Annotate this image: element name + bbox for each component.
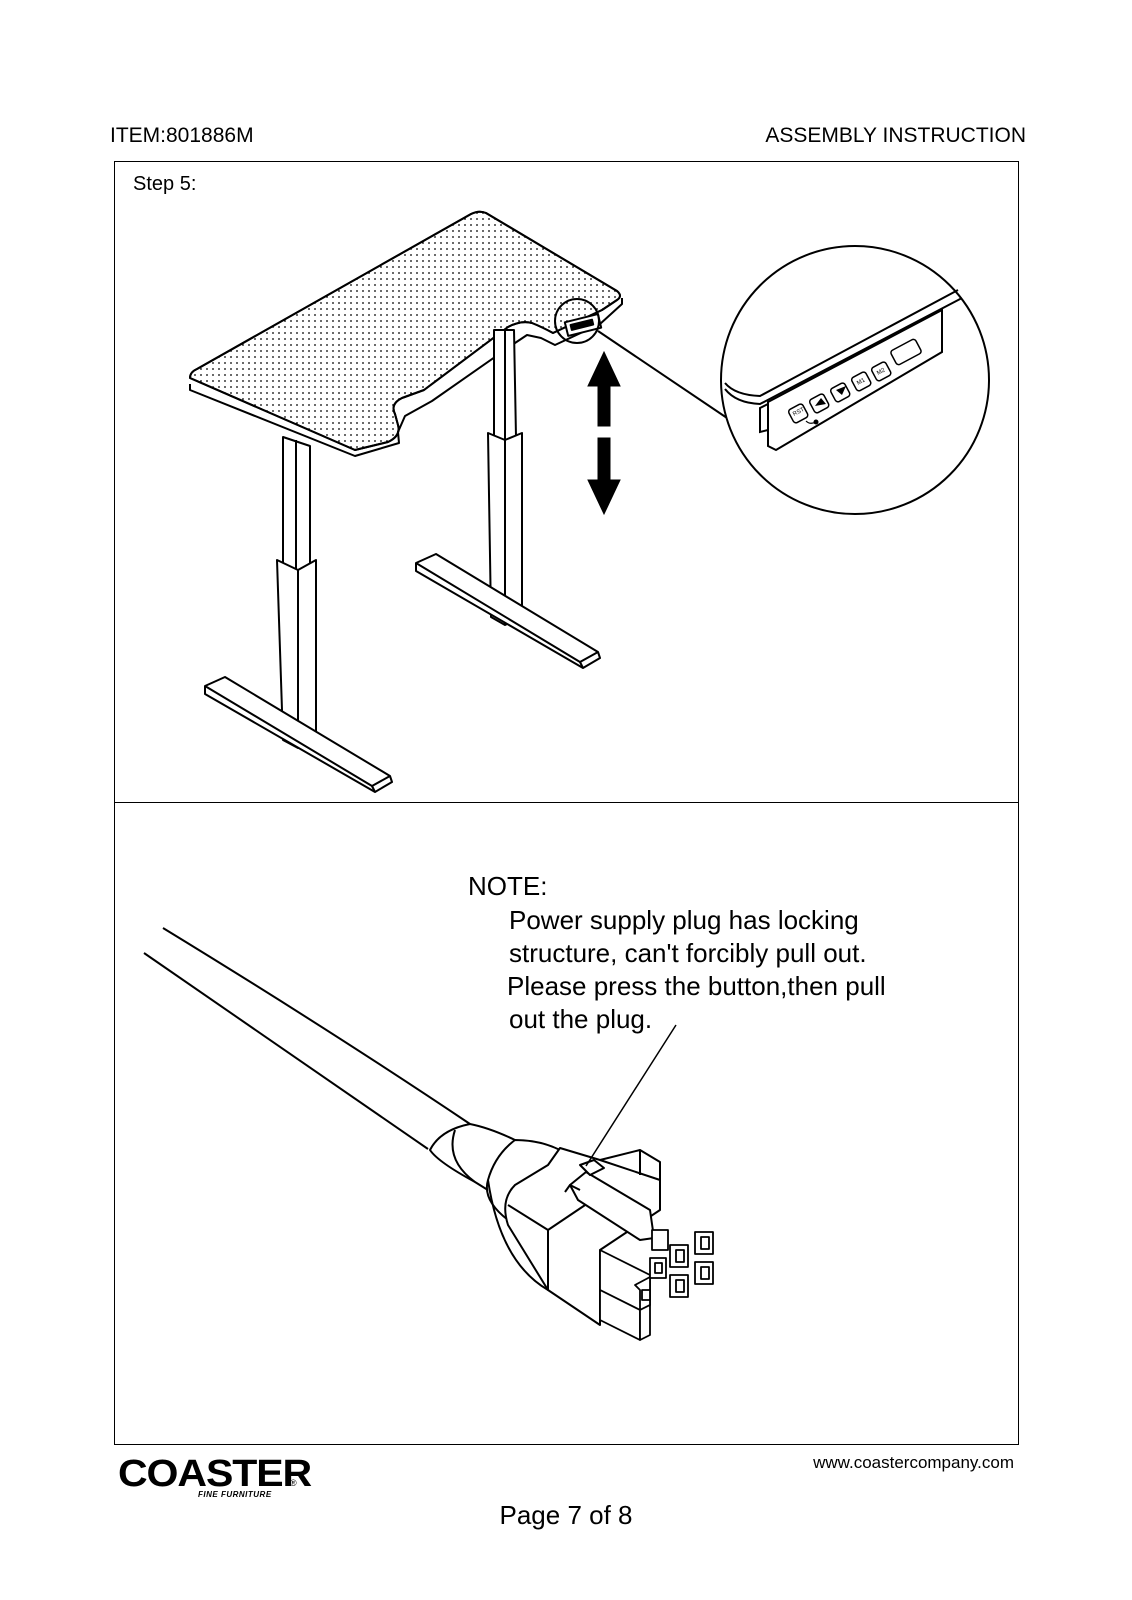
keypad-m2-label: M2 <box>876 367 887 377</box>
note-body: Power supply plug has locking structure,… <box>507 904 969 1036</box>
arrow-up-icon <box>587 350 621 427</box>
logo-subtitle: FINE FURNITURE <box>198 1490 272 1499</box>
note-line: Power supply plug has locking <box>509 905 859 935</box>
panel-divider <box>114 802 1019 803</box>
height-adjust-arrows <box>587 350 621 516</box>
standing-desk-drawing <box>189 210 731 793</box>
arrow-down-icon <box>587 437 621 516</box>
power-plug-drawing <box>143 927 714 1341</box>
right-foot <box>415 553 601 669</box>
logo-registered: ® <box>290 1478 297 1488</box>
keypad-m1-label: M1 <box>856 377 867 387</box>
document-title: ASSEMBLY INSTRUCTION <box>765 124 1026 147</box>
keypad-down-icon <box>836 386 846 395</box>
note-leader-line <box>585 1024 677 1167</box>
instruction-frame <box>114 161 1019 1445</box>
note-line: structure, can't forcibly pull out. <box>509 938 867 968</box>
keypad-zoom-detail <box>720 245 990 515</box>
item-number: ITEM:801886M <box>110 124 254 147</box>
keypad-up-icon <box>815 398 826 406</box>
note-title: NOTE: <box>468 871 548 901</box>
power-cable <box>162 927 471 1125</box>
step-label: Step 5: <box>133 173 197 195</box>
page-number: Page 7 of 8 <box>499 1500 633 1530</box>
note-line: out the plug. <box>509 1004 653 1034</box>
logo-wordmark: COASTER <box>118 1453 312 1495</box>
left-foot <box>204 676 393 793</box>
keypad-rst-label: RST <box>792 407 806 418</box>
website-url: www.coastercompany.com <box>813 1453 1014 1472</box>
coaster-logo: COASTER ® FINE FURNITURE <box>118 1454 312 1500</box>
note-line: Please press the button,then pull <box>507 971 886 1001</box>
